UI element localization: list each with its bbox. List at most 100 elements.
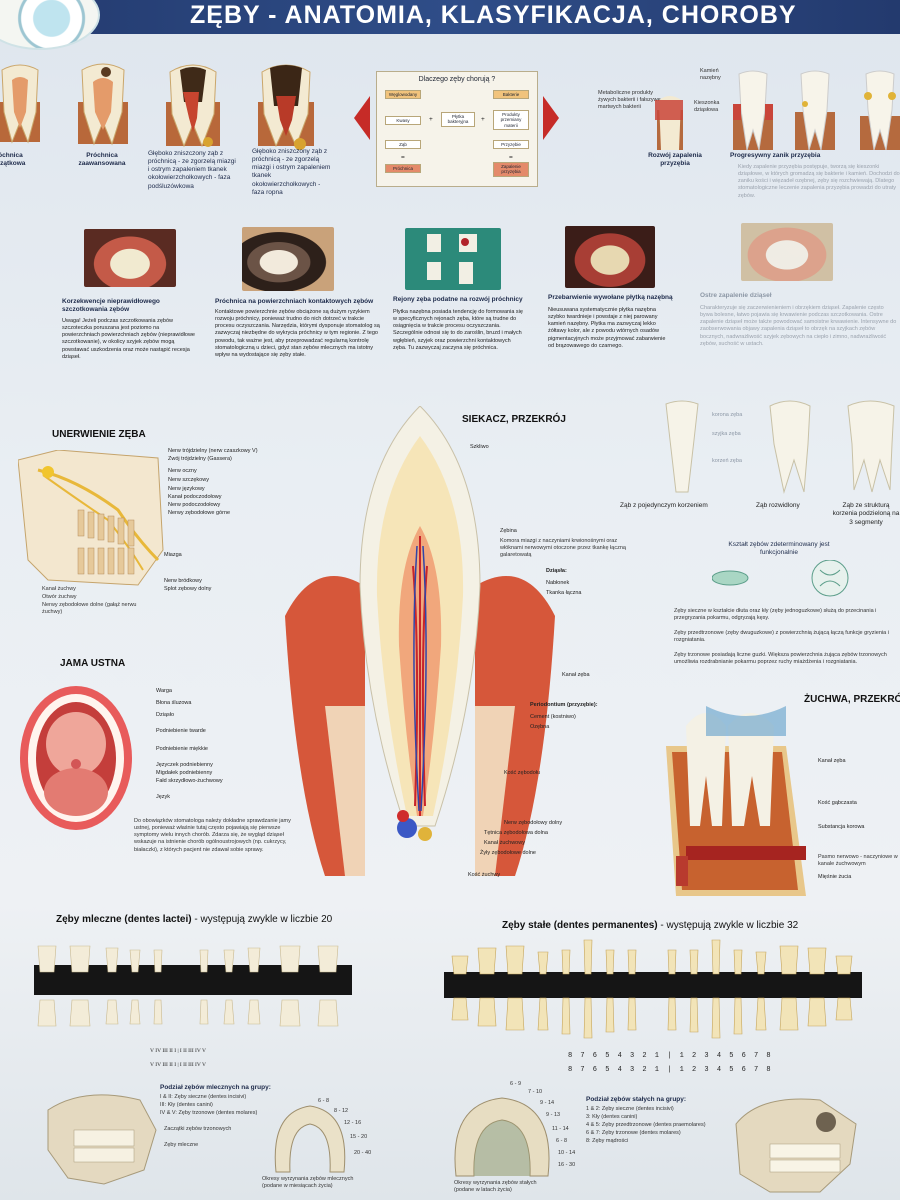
innervation-label-5: Nerw językowy xyxy=(168,486,205,492)
deciduous-group-1: I & II: Zęby sieczne (dentes incisivi) xyxy=(160,1094,247,1100)
incisor-label-1: Szkliwo xyxy=(470,444,489,450)
innervation-left-label-2: Otwór żuchwy xyxy=(42,594,77,600)
gum-tooth-4 xyxy=(860,70,900,150)
deciduous-range-5: 20 - 40 xyxy=(354,1150,372,1156)
caries-stages: Próchnica początkowa Próchnica zaawansow… xyxy=(0,62,330,212)
incisor-label-3: Komora miazgi z naczyniami krwionośnymi … xyxy=(500,538,626,559)
deciduous-heading: Zęby mleczne (dentes lactei) - występują… xyxy=(56,914,332,925)
mouth-label-2: Błona śluzowa xyxy=(156,700,192,706)
deciduous-heading-bold: Zęby mleczne (dentes lactei) xyxy=(56,914,192,925)
logo xyxy=(0,0,100,50)
mouth-text: Do obowiązków stomatologa należy dokładn… xyxy=(134,818,291,853)
tooth-function-para-3: Zęby trzonowe posiadają liczne guzki. Wi… xyxy=(674,652,887,666)
deciduous-range-1: 6 - 8 xyxy=(318,1098,330,1104)
permanent-heading-rest: - występują zwykle w liczbie 32 xyxy=(657,920,799,931)
neck-label: szyjka zęba xyxy=(712,431,741,437)
incisor-label-7: Kanał zęba xyxy=(562,672,590,678)
caries-stage-3-label: Głęboko zniszczony ząb z próchnicą - ze … xyxy=(148,150,236,190)
incisor-label-8: Periodontium (przyzębie): xyxy=(530,702,598,708)
gum-tooth-2 xyxy=(733,70,773,150)
deciduous-group-2: III: Kły (dentes canini) xyxy=(160,1102,213,1108)
mandible-label-5: Mięśnie żucia xyxy=(818,874,852,880)
tooth-stage-1 xyxy=(0,64,40,144)
mouth-label-4: Podniebienie twarde xyxy=(156,728,206,734)
innervation-illustration xyxy=(18,450,164,586)
incisor-label-12: Nerw zębodołowy dolny xyxy=(504,820,563,826)
tooth-three-roots xyxy=(847,400,895,493)
mouth-label-3: Dziąsło xyxy=(156,712,175,718)
gum-caption-2: Progresywny zanik przyzębia xyxy=(730,152,821,159)
permanent-heading-bold: Zęby stałe (dentes permanentes) xyxy=(502,920,658,931)
innervation-label-10: Nerw bródkowy xyxy=(164,578,202,584)
flow-equals-2: = xyxy=(509,154,513,161)
flow-box-caries: Próchnica xyxy=(385,164,421,174)
tooth-function-para-2: Zęby przedtrzonowe (zęby dwuguzkowe) z p… xyxy=(674,630,889,644)
deciduous-heading-rest: - występują zwykle w liczbie 20 xyxy=(191,914,333,925)
condition-4-title: Przebarwienie wywołane płytką nazębną xyxy=(548,294,673,301)
permanent-numbering-top: 8 7 6 5 4 3 2 1 | 1 2 3 4 5 6 7 8 xyxy=(568,1052,773,1060)
incisor-label-15: Żyły zębodołowe dolne xyxy=(480,850,536,856)
flow-plus-1: + xyxy=(429,116,433,123)
tooth-stage-4 xyxy=(258,64,314,150)
permanent-range-8: 16 - 30 xyxy=(558,1162,576,1168)
condition-2-title: Próchnica na powierzchniach kontaktowych… xyxy=(215,298,374,305)
incisor-label-4: Dziąsła: xyxy=(546,568,567,574)
permanent-group-4: 6 & 7: Zęby trzonowe (dentes molares) xyxy=(586,1130,681,1136)
permanent-period-caption: Okresy wyrzynania zębów stałych (podane … xyxy=(454,1180,537,1194)
condition-5-text: Charakteryzuje się zaczerwienieniem i ob… xyxy=(700,305,897,347)
mouth-heading: JAMA USTNA xyxy=(60,658,126,669)
permanent-groups-title: Podział zębów stałych na grupy: xyxy=(586,1096,687,1103)
page-title: ZĘBY - ANATOMIA, KLASYFIKACJA, CHOROBY xyxy=(190,1,797,29)
permanent-range-3: 9 - 14 xyxy=(540,1100,555,1106)
flow-plus-2: + xyxy=(481,116,485,123)
crown-label: korona zęba xyxy=(712,412,743,418)
innervation-label-3: Nerw oczny xyxy=(168,468,197,474)
permanent-group-3: 4 & 5: Zęby przedtrzonowe (dentes praemo… xyxy=(586,1122,706,1128)
child-skull-illustration xyxy=(47,1094,157,1185)
flow-box-periodontitis: Zapalenie przyzębia xyxy=(493,162,529,177)
mandible-label-4: Pasmo nerwowo - naczyniowe w kanale żuch… xyxy=(818,854,898,868)
incisor-label-6: Tkanka łączna xyxy=(546,590,582,596)
condition-3-text: Płytka nazębna posiada tendencję do form… xyxy=(393,309,523,351)
tooth-function-para-1: Zęby sieczne w kształcie dłuta oraz kły … xyxy=(674,608,877,622)
flow-box-tooth: Ząb xyxy=(385,140,421,150)
permanent-range-6: 6 - 8 xyxy=(556,1138,568,1144)
pocket-label: Kieszonka dziąsłowa xyxy=(694,100,720,114)
incisor-label-5: Nabłonek xyxy=(546,580,570,586)
flow-box-products: Produkty przemiany materii xyxy=(493,110,529,131)
flow-box-periodontium: Przyzębie xyxy=(493,140,529,150)
permanent-group-5: 8: Zęby mądrości xyxy=(586,1138,629,1144)
deciduous-range-4: 15 - 20 xyxy=(350,1134,368,1140)
deciduous-numbering-top: V IV III II I | I II III IV V xyxy=(150,1048,206,1054)
adult-skull-illustration xyxy=(735,1098,857,1193)
mouth-label-6: Języczek podniebienny xyxy=(156,762,213,768)
permanent-teeth-row xyxy=(451,939,853,1039)
mouth-label-9: Język xyxy=(156,794,171,800)
incisor-label-14: Kanał żuchwowy xyxy=(484,840,525,846)
mouth-label-7: Migdałek podniebienny xyxy=(156,770,213,776)
innervation-heading: UNERWIENIE ZĘBA xyxy=(52,429,146,440)
tooth-stage-2 xyxy=(78,63,128,146)
gum-text: Kiedy zapalenie przyzębia postępuje, two… xyxy=(738,164,900,199)
innervation-label-11: Splot zębowy dolny xyxy=(164,586,212,592)
incisor-label-13: Tętnica zębodołowa dolna xyxy=(484,830,548,836)
permanent-range-7: 10 - 14 xyxy=(558,1150,576,1156)
photo-gingivitis xyxy=(741,223,833,281)
incisor-heading: SIEKACZ, PRZEKRÓJ xyxy=(462,414,566,425)
photo-caries-regions xyxy=(405,228,501,290)
deciduous-range-3: 12 - 16 xyxy=(344,1120,362,1126)
gum-tooth-3 xyxy=(795,70,835,150)
flow-chart-title: Dlaczego zęby chorują ? xyxy=(418,76,496,83)
condition-1-text: Uwaga! Jeżeli podczas szczotkowania zębó… xyxy=(62,318,195,360)
caries-stage-illustrations xyxy=(0,63,314,150)
mouth-illustration xyxy=(20,686,132,830)
tooth-single-root xyxy=(665,400,699,493)
flow-box-bacteria: Bakterie xyxy=(493,90,529,100)
caries-stage-4-label: Głęboko zniszczony ząb z próchnicą - ze … xyxy=(252,148,331,196)
incisor-illustration xyxy=(285,406,555,876)
permanent-heading: Zęby stałe (dentes permanentes) - występ… xyxy=(502,920,798,931)
deciduous-teeth-row xyxy=(37,945,339,1027)
tooth-type-caption-1: Ząb z pojedynczym korzeniem xyxy=(620,502,708,509)
condition-1-title: Korzekwencje nieprawidłowego szczotkowan… xyxy=(62,298,160,314)
child-skull-label-2: Zęby mleczne xyxy=(164,1142,199,1148)
